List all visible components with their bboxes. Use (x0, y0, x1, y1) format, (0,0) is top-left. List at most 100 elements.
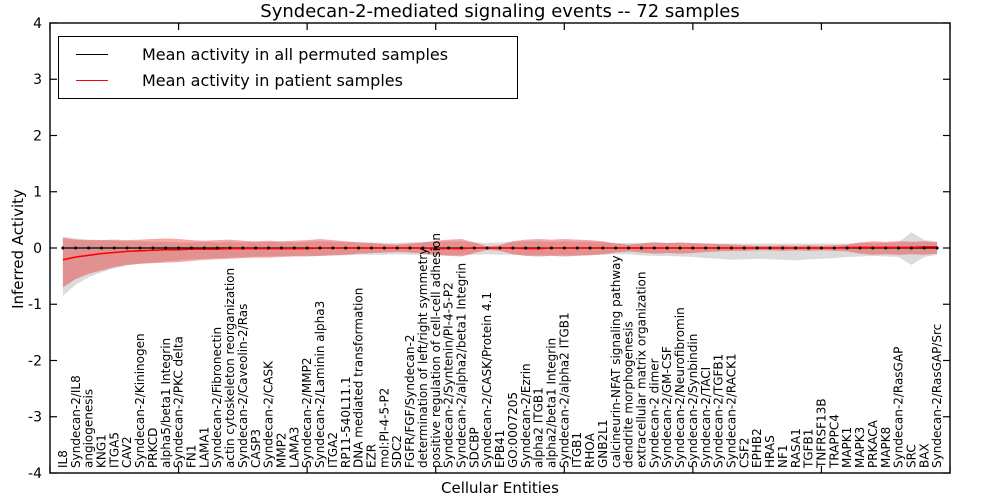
permuted-mean-marker (832, 246, 836, 250)
permuted-mean-marker (305, 246, 309, 250)
x-category-label: Syndecan-2/Syntenin/PI-4-5-P2 (442, 282, 456, 468)
permuted-mean-marker (845, 246, 849, 250)
x-category-label: LAMA3 (287, 427, 301, 468)
x-category-label: GO:0007205 (506, 392, 520, 468)
permuted-mean-marker (704, 246, 708, 250)
x-category-label: MMP2 (275, 432, 289, 468)
x-category-label: KNG1 (95, 434, 109, 468)
x-category-label: Syndecan-2/RasGAP (892, 347, 906, 468)
permuted-mean-marker (807, 246, 811, 250)
x-category-label: CASP3 (249, 429, 263, 468)
y-tick-label: 1 (33, 185, 42, 201)
x-category-label: RP11-540L11.1 (339, 377, 353, 468)
permuted-mean-marker (652, 246, 656, 250)
permuted-mean-marker (331, 246, 335, 250)
x-category-label: TGFB1 (802, 429, 816, 469)
x-category-label: ITGB1 (570, 432, 584, 468)
permuted-mean-marker (138, 246, 142, 250)
x-category-label: alpha5/beta1 Integrin (159, 338, 173, 468)
permuted-mean-marker (614, 246, 618, 250)
x-category-label: angiogenesis (82, 389, 96, 468)
y-tick-label: -4 (28, 466, 42, 482)
x-axis-label: Cellular Entities (441, 479, 559, 497)
permuted-mean-marker (472, 246, 476, 250)
x-category-label: dendrite morphogenesis (622, 321, 636, 468)
x-category-label: Syndecan-2/GM-CSF (660, 346, 674, 468)
permuted-mean-marker (909, 246, 913, 250)
x-category-label: PRKCD (146, 428, 160, 468)
permuted-mean-marker (691, 246, 695, 250)
permuted-mean-marker (318, 246, 322, 250)
permuted-mean-marker (717, 246, 721, 250)
permuted-mean-marker (164, 246, 168, 250)
x-category-label: BAX (917, 443, 931, 468)
x-category-label: Syndecan-2/MMP2 (300, 358, 314, 468)
permuted-mean-marker (498, 246, 502, 250)
permuted-mean-marker (189, 246, 193, 250)
permuted-mean-marker (627, 246, 631, 250)
permuted-mean-marker (922, 246, 926, 250)
permuted-mean-marker (639, 246, 643, 250)
permuted-mean-marker (267, 246, 271, 250)
x-category-label: PRKACA (866, 419, 880, 468)
permuted-mean-marker (215, 246, 219, 250)
legend-item-permuted: Mean activity in all permuted samples (59, 41, 517, 67)
y-tick-label: -3 (28, 410, 42, 426)
permuted-mean-marker (511, 246, 515, 250)
permuted-mean-marker (768, 246, 772, 250)
x-category-label: CSF2 (737, 437, 751, 468)
x-category-label: Syndecan-2/RACK1 (725, 353, 739, 468)
x-category-label: FN1 (185, 444, 199, 468)
x-category-label: EPHB2 (750, 428, 764, 468)
x-category-label: Syndecan-2/alpha2/beta1 Integrin (455, 263, 469, 468)
permuted-mean-marker (794, 246, 798, 250)
permuted-mean-marker (588, 246, 592, 250)
x-category-label: CAV2 (120, 436, 134, 468)
permuted-mean-marker (99, 246, 103, 250)
legend-label-permuted: Mean activity in all permuted samples (142, 44, 449, 64)
permuted-mean-marker (408, 246, 412, 250)
x-category-label: Syndecan-2/Laminin alpha3 (313, 301, 327, 468)
permuted-mean-marker (459, 246, 463, 250)
permuted-mean-marker (678, 246, 682, 250)
permuted-mean-marker (575, 246, 579, 250)
x-category-label: ITGA2 (326, 432, 340, 468)
permuted-mean-marker (729, 246, 733, 250)
permuted-mean-marker (112, 246, 116, 250)
x-category-label: Syndecan-2/TACI (699, 367, 713, 468)
x-category-label: calcineurin-NFAT signaling pathway (609, 255, 623, 468)
x-category-label: Syndecan-2 dimer (647, 358, 661, 468)
x-category-label: NF1 (776, 444, 790, 468)
x-category-label: RASA1 (789, 428, 803, 468)
x-category-label: alpha2/beta1 Integrin (545, 338, 559, 468)
permuted-mean-marker (125, 246, 129, 250)
x-category-label: GNB2L1 (596, 420, 610, 468)
permuted-mean-marker (151, 246, 155, 250)
band-patient-std-band (62, 237, 938, 288)
permuted-mean-marker (61, 246, 65, 250)
permuted-mean-marker (935, 246, 939, 250)
x-category-label: Syndecan-2/Synbindin (686, 334, 700, 468)
x-category-label: SDCBP (467, 427, 481, 468)
x-category-label: Syndecan-2/alpha2 ITGB1 (557, 312, 571, 468)
x-category-label: MAPK3 (853, 427, 867, 468)
legend: Mean activity in all permuted samples Me… (58, 36, 518, 99)
permuted-mean-marker (395, 246, 399, 250)
permuted-mean-marker (549, 246, 553, 250)
y-axis-label: Inferred Activity (9, 189, 27, 309)
permuted-mean-marker (884, 246, 888, 250)
permuted-mean-marker (74, 246, 78, 250)
x-category-label: alpha2 ITGB1 (532, 387, 546, 468)
x-category-label: Syndecan-2/Caveolin-2/Ras (236, 304, 250, 468)
x-category-label: FGFR/FGF/Syndecan-2 (403, 335, 417, 468)
permuted-mean-marker (524, 246, 528, 250)
permuted-mean-marker (228, 246, 232, 250)
permuted-mean-marker (819, 246, 823, 250)
y-tick-label: 3 (33, 72, 42, 88)
permuted-line-swatch (76, 53, 108, 55)
permuted-mean-marker (279, 246, 283, 250)
x-category-label: mol:PI-4-5-P2 (377, 388, 391, 468)
x-category-label: Syndecan-2/CASK/Protein 4.1 (480, 292, 494, 468)
